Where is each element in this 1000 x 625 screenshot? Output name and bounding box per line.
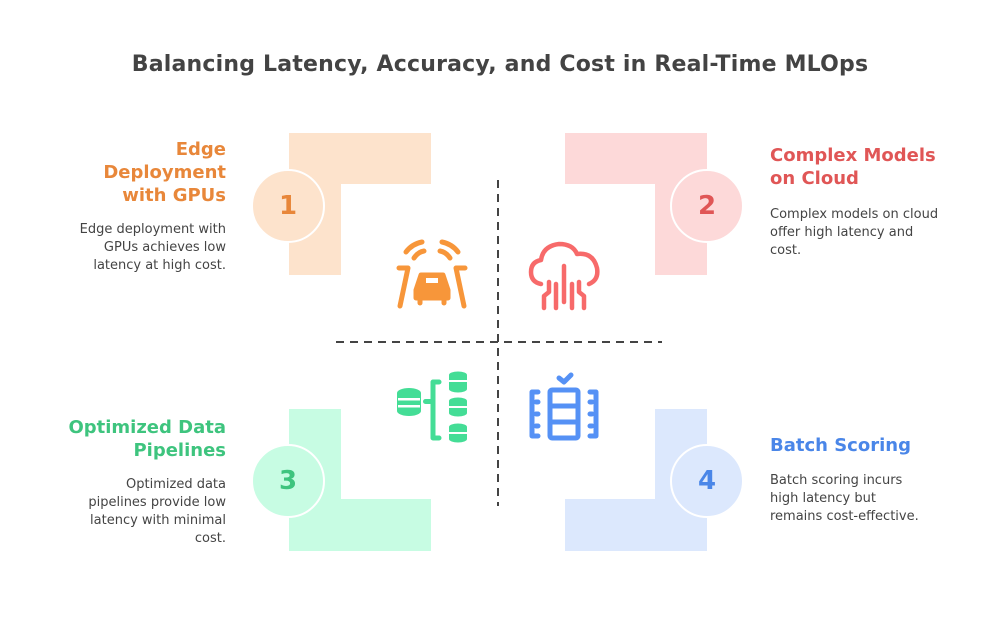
quadrant-1-heading-line: with GPUs (122, 185, 226, 206)
quadrant-2-number-badge: 2 (670, 169, 744, 243)
quadrant-3-description-line: pipelines provide low (88, 495, 226, 510)
quadrant-4-number: 4 (697, 466, 717, 496)
quadrant-1-heading: Edge Deployment with GPUs (103, 138, 226, 207)
car-signal-icon (396, 239, 468, 309)
quadrant-4-number-badge: 4 (670, 444, 744, 518)
quadrant-1-description-line: GPUs achieves low (103, 240, 226, 255)
quadrant-2-heading-line: Complex Models (770, 145, 936, 166)
quadrant-3-heading-line: Optimized Data (68, 417, 226, 438)
quadrant-3-number-badge: 3 (251, 444, 325, 518)
quadrant-4-heading: Batch Scoring (770, 434, 911, 457)
quadrant-2-description-line: Complex models on cloud (770, 207, 939, 222)
quadrant-1-number-badge: 1 (251, 169, 325, 243)
database-tree-icon (397, 371, 467, 443)
quadrant-2-description-line: offer high latency and (770, 225, 914, 240)
quadrant-3-number: 3 (278, 466, 298, 496)
quadrant-2-number: 2 (697, 191, 717, 221)
vertical-dashed-axis (497, 180, 499, 506)
quadrant-2-heading: Complex Models on Cloud (770, 144, 936, 190)
quadrant-4-description-line: remains cost-effective. (770, 509, 919, 524)
quadrant-4-description-line: high latency but (770, 491, 876, 506)
quadrant-3-description: Optimized data pipelines provide low lat… (88, 476, 226, 548)
quadrant-3-description-line: latency with minimal (90, 513, 226, 528)
quadrant-2-description-line: cost. (770, 243, 802, 258)
quadrant-3-description-line: cost. (194, 531, 226, 546)
diagram-title: Balancing Latency, Accuracy, and Cost in… (131, 52, 869, 77)
quadrant-2-description: Complex models on cloud offer high laten… (770, 206, 938, 260)
quadrant-1-heading-line: Deployment (103, 162, 226, 183)
quadrant-4-description-line: Batch scoring incurs (770, 473, 903, 488)
quadrant-1-description: Edge deployment with GPUs achieves low l… (80, 221, 226, 275)
quadrant-3-heading-line: Pipelines (133, 440, 226, 461)
quadrant-3-heading: Optimized Data Pipelines (68, 416, 226, 462)
horizontal-dashed-axis (336, 341, 662, 343)
quadrant-2-heading-line: on Cloud (770, 168, 859, 189)
quadrant-1-description-line: Edge deployment with (79, 222, 226, 237)
quadrant-1-description-line: latency at high cost. (93, 258, 226, 273)
cloud-circuit-icon (528, 241, 600, 311)
batch-server-check-icon (529, 372, 599, 441)
quadrant-3-description-line: Optimized data (126, 477, 226, 492)
quadrant-1-number: 1 (278, 191, 298, 221)
quadrant-4-description: Batch scoring incurs high latency but re… (770, 472, 919, 526)
quadrant-4-heading-line: Batch Scoring (770, 435, 911, 456)
quadrant-1-heading-line: Edge (175, 139, 226, 160)
